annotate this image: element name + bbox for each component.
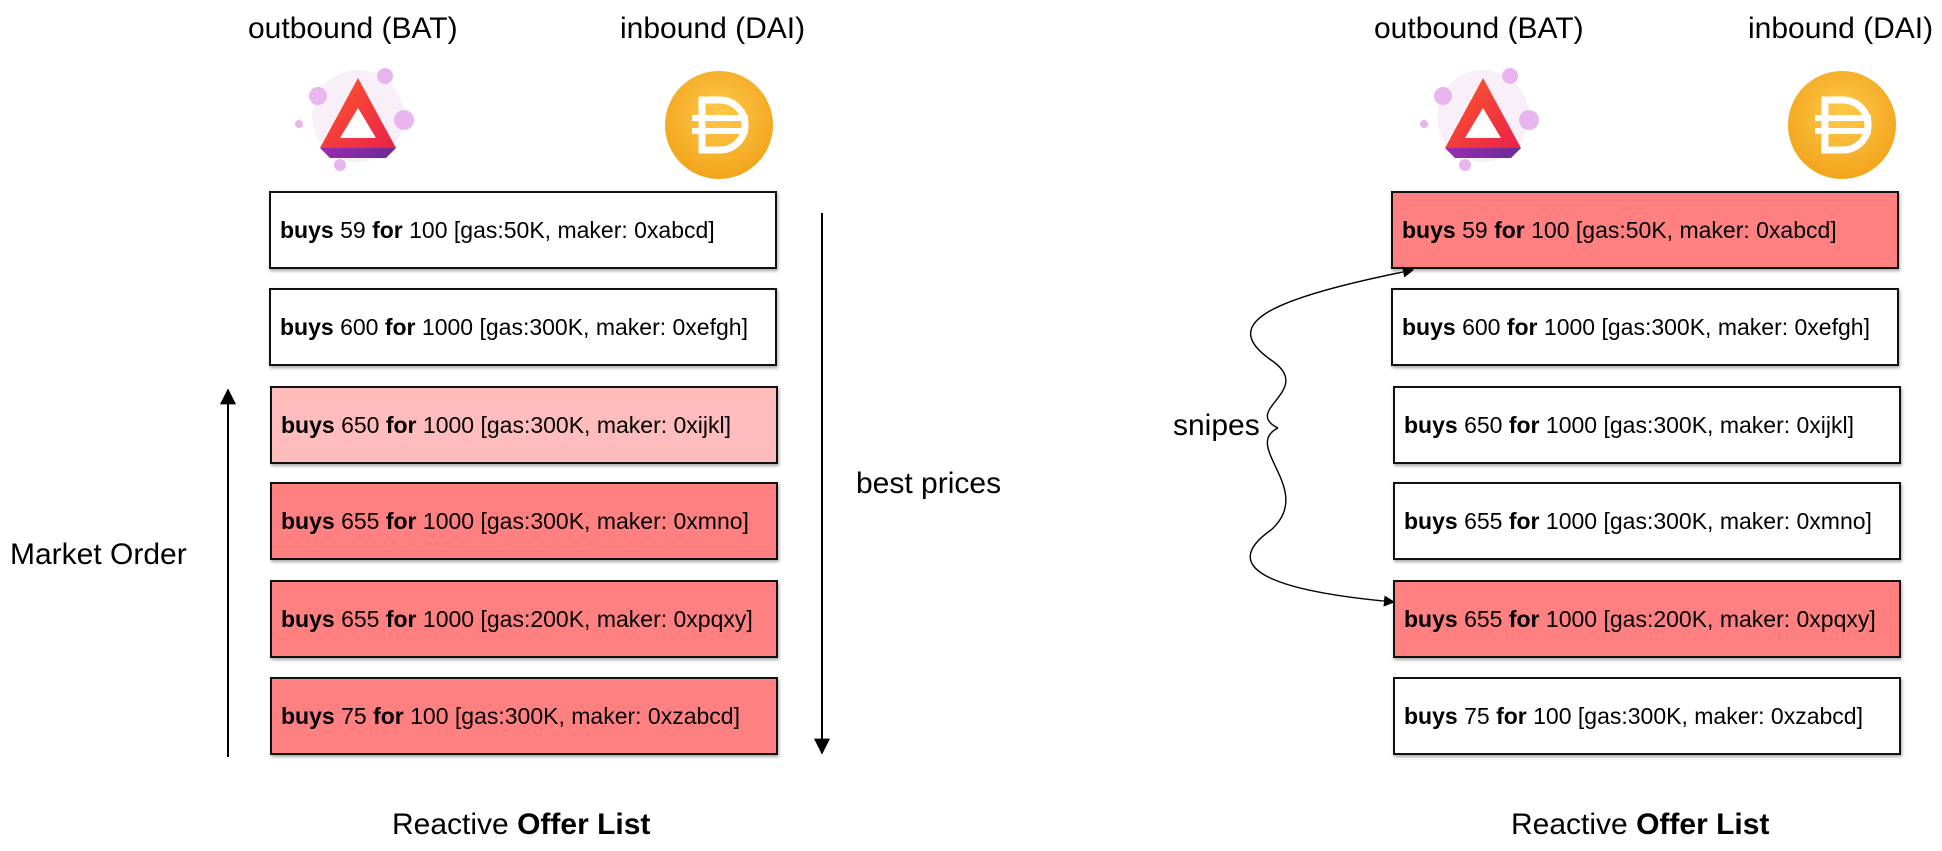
dai-token-icon [1787, 70, 1897, 185]
offer-row[interactable]: buys 655 for 1000 [gas:200K, maker: 0xpq… [270, 580, 778, 658]
best-prices-label: best prices [856, 467, 1002, 500]
left-offer-panel: outbound (BAT) inbound (DAI) buys 59 for… [10, 12, 1002, 841]
offer-list-caption: Reactive Offer List [1511, 808, 1770, 841]
snipes-label: snipes [1173, 409, 1260, 442]
snipe-arrow-bottom [1249, 427, 1396, 607]
bat-token-icon [1417, 60, 1549, 183]
offer-row[interactable]: buys 75 for 100 [gas:300K, maker: 0xzabc… [270, 677, 778, 755]
offer-row[interactable]: buys 600 for 1000 [gas:300K, maker: 0xef… [269, 288, 777, 366]
outbound-label: outbound (BAT) [1374, 12, 1584, 45]
inbound-label: inbound (DAI) [1748, 12, 1934, 45]
offer-row[interactable]: buys 600 for 1000 [gas:300K, maker: 0xef… [1391, 288, 1899, 366]
snipe-arrow-top [1250, 266, 1415, 429]
inbound-label: inbound (DAI) [620, 12, 806, 45]
offer-row[interactable]: buys 59 for 100 [gas:50K, maker: 0xabcd] [1391, 191, 1899, 269]
offer-row[interactable]: buys 75 for 100 [gas:300K, maker: 0xzabc… [1393, 677, 1901, 755]
offer-row[interactable]: buys 655 for 1000 [gas:300K, maker: 0xmn… [1393, 482, 1901, 560]
offer-row[interactable]: buys 655 for 1000 [gas:200K, maker: 0xpq… [1393, 580, 1901, 658]
bat-token-icon [292, 60, 424, 183]
outbound-label: outbound (BAT) [248, 12, 458, 45]
offer-row[interactable]: buys 650 for 1000 [gas:300K, maker: 0xij… [1393, 386, 1901, 464]
offer-row[interactable]: buys 655 for 1000 [gas:300K, maker: 0xmn… [270, 482, 778, 560]
market-order-label: Market Order [10, 538, 187, 571]
offer-list-caption: Reactive Offer List [392, 808, 651, 841]
offer-row[interactable]: buys 650 for 1000 [gas:300K, maker: 0xij… [270, 386, 778, 464]
offer-row[interactable]: buys 59 for 100 [gas:50K, maker: 0xabcd] [269, 191, 777, 269]
right-offer-panel: outbound (BAT) inbound (DAI) buys 59 for… [1121, 0, 1942, 851]
dai-token-icon [664, 70, 774, 185]
